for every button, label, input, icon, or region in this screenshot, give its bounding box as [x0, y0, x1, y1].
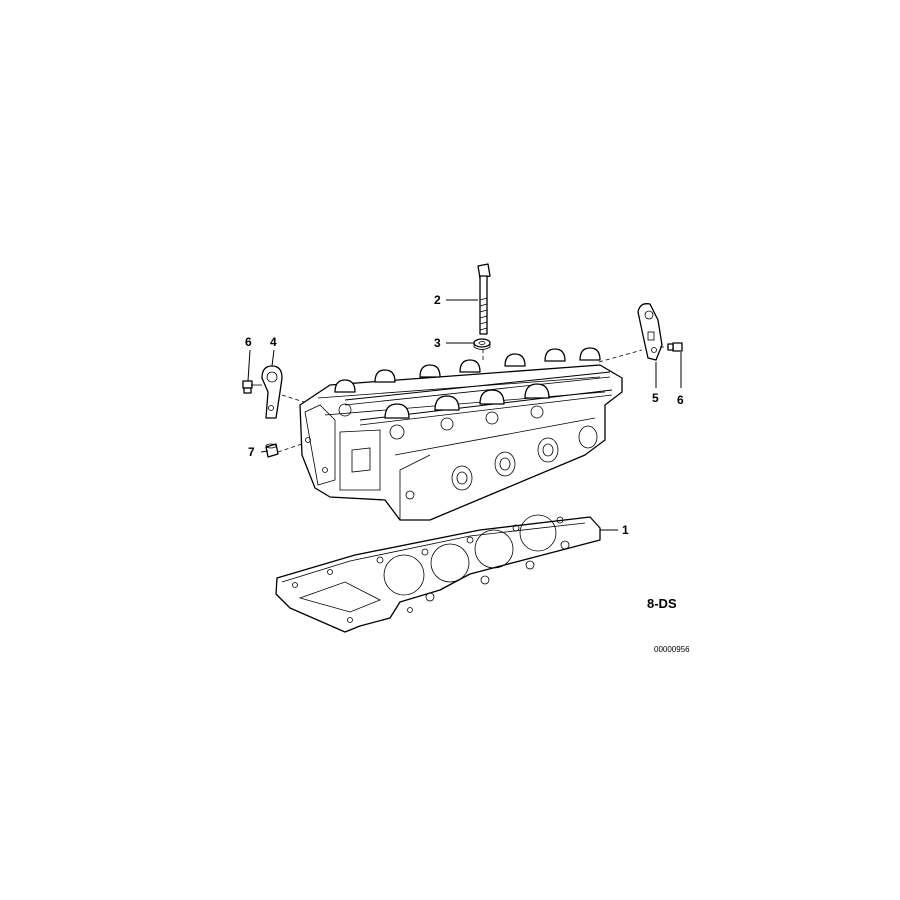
group-code: 8-DS [647, 596, 677, 611]
screw-left [242, 380, 262, 394]
callout-4: 4 [270, 335, 277, 349]
callout-2: 2 [434, 293, 441, 307]
leader-lines [247, 299, 682, 531]
lifting-eye-right [637, 303, 663, 361]
callout-5: 5 [652, 391, 659, 405]
washer [473, 338, 491, 350]
callout-1: 1 [622, 523, 629, 537]
cylinder-head [299, 347, 623, 521]
lifting-eye-left [261, 365, 283, 419]
callout-7: 7 [248, 445, 255, 459]
screw-right [667, 342, 683, 352]
cylinder-head-bolt [477, 263, 491, 335]
callout-6-right: 6 [677, 393, 684, 407]
callout-6-left: 6 [245, 335, 252, 349]
cylinder-head-gasket [275, 514, 601, 633]
plug [265, 443, 279, 458]
callout-3: 3 [434, 336, 441, 350]
reference-number: 00000956 [654, 645, 690, 654]
